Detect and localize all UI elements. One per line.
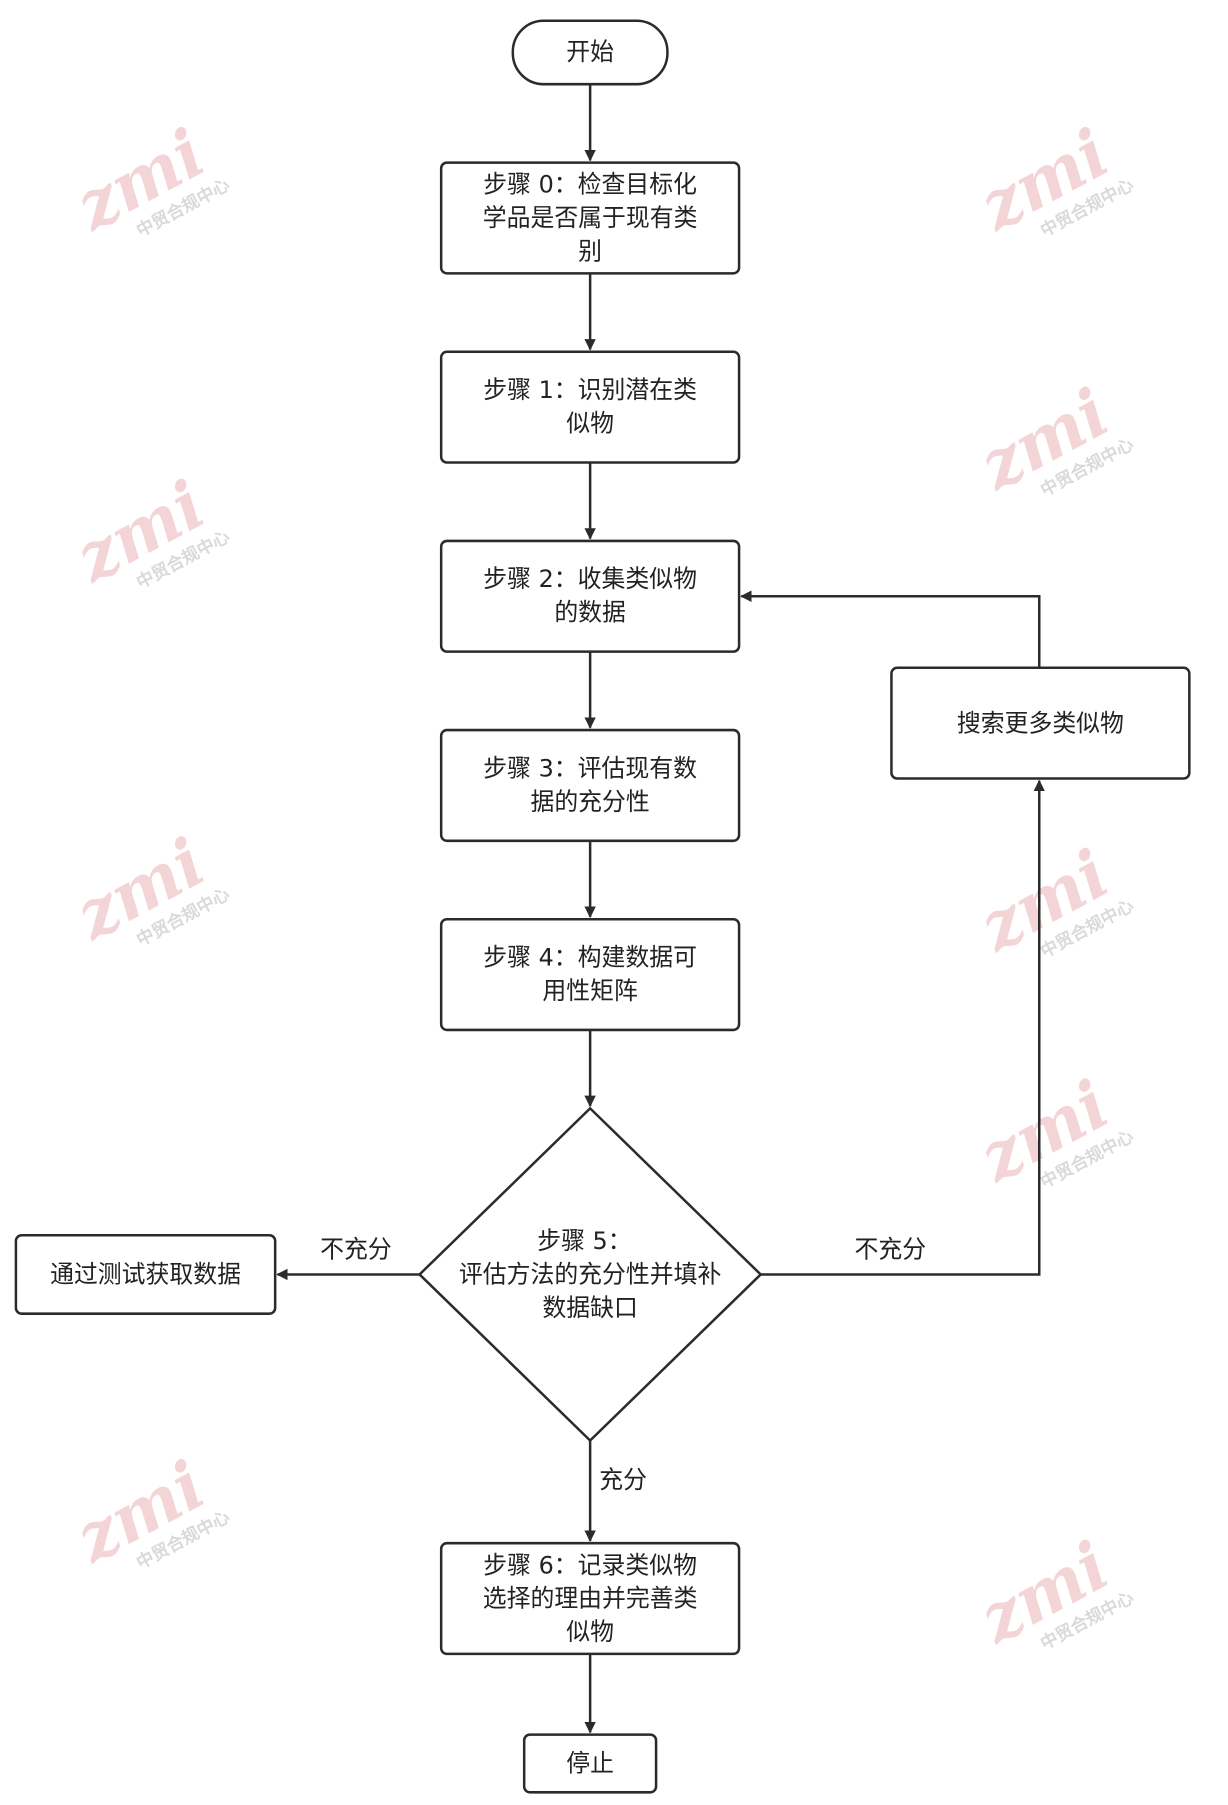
node-step2[interactable]: 步骤 2：收集类似物 的数据	[439, 539, 741, 653]
node-step6-line: 步骤 6：记录类似物	[483, 1551, 697, 1579]
edges	[276, 84, 1045, 1734]
node-stop[interactable]: 停止	[522, 1733, 658, 1794]
node-stop-label: 停止	[566, 1750, 614, 1778]
edge-label-sufficient: 充分	[599, 1466, 647, 1494]
node-step5-line: 步骤 5：	[537, 1227, 631, 1255]
node-step3-line: 据的充分性	[530, 788, 649, 816]
edge-label-insufficient-right: 不充分	[855, 1235, 927, 1263]
node-start-label: 开始	[566, 38, 614, 66]
edge-step5-search	[760, 779, 1045, 1276]
node-step3-line: 步骤 3：评估现有数	[483, 754, 697, 782]
node-step6[interactable]: 步骤 6：记录类似物 选择的理由并完善类 似物	[439, 1541, 741, 1656]
node-step1[interactable]: 步骤 1：识别潜在类 似物	[439, 350, 741, 464]
node-search[interactable]: 搜索更多类似物	[890, 666, 1191, 780]
node-step0-line: 步骤 0：检查目标化	[483, 171, 697, 199]
edge-label-insufficient-left: 不充分	[320, 1235, 392, 1263]
node-step1-line: 似物	[566, 409, 614, 437]
edge-search-step2	[740, 590, 1041, 668]
node-step3[interactable]: 步骤 3：评估现有数 据的充分性	[439, 728, 741, 843]
node-step6-line: 似物	[566, 1618, 614, 1646]
node-start[interactable]: 开始	[511, 19, 669, 86]
node-step4-line: 步骤 4：构建数据可	[483, 943, 697, 971]
node-step0[interactable]: 步骤 0：检查目标化 学品是否属于现有类 别	[439, 161, 741, 275]
node-test-label: 通过测试获取数据	[50, 1261, 241, 1289]
node-step5-line: 数据缺口	[542, 1294, 637, 1322]
node-step5-decision[interactable]: 步骤 5： 评估方法的充分性并填补 数据缺口	[417, 1106, 763, 1443]
node-step4-line: 用性矩阵	[542, 977, 637, 1005]
node-step6-line: 选择的理由并完善类	[483, 1585, 698, 1613]
node-step4[interactable]: 步骤 4：构建数据可 用性矩阵	[439, 917, 741, 1032]
node-step0-line: 学品是否属于现有类	[483, 204, 698, 232]
node-search-label: 搜索更多类似物	[957, 709, 1124, 737]
node-test[interactable]: 通过测试获取数据	[14, 1233, 277, 1315]
node-step2-line: 的数据	[554, 598, 626, 626]
node-step0-line: 别	[578, 237, 602, 265]
node-step1-line: 步骤 1：识别潜在类	[483, 376, 697, 404]
node-step2-line: 步骤 2：收集类似物	[483, 565, 697, 593]
node-step5-line: 评估方法的充分性并填补	[459, 1261, 721, 1289]
